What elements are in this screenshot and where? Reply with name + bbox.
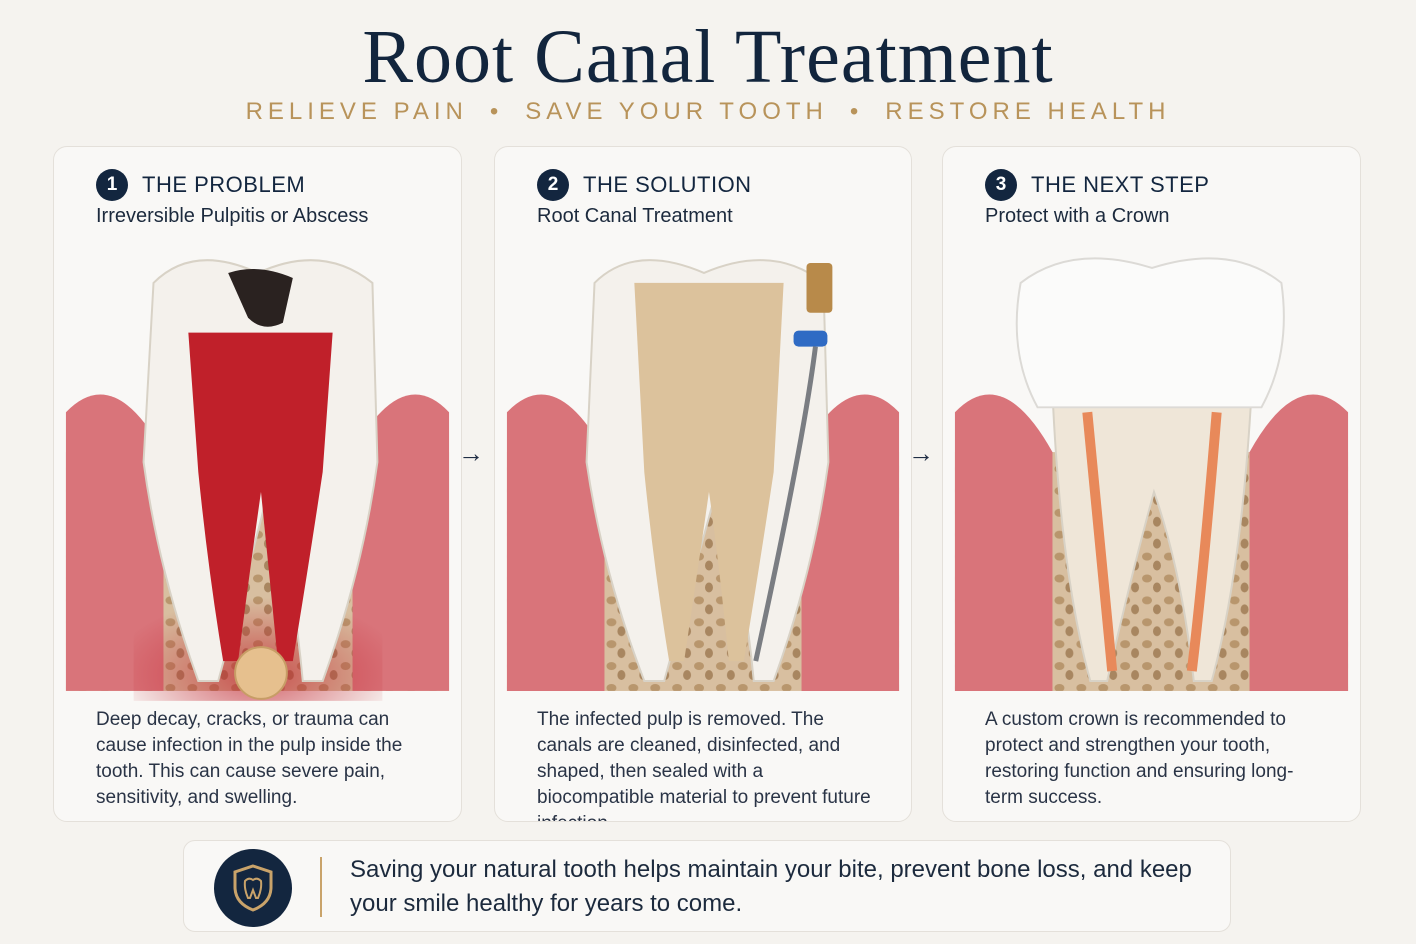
tagline-item: SAVE YOUR TOOTH [525, 98, 828, 125]
step-panel-solution: 2 THE SOLUTION Root Canal Treatment The … [494, 146, 912, 822]
step-header: 2 THE SOLUTION [537, 169, 752, 201]
tagline-item: RESTORE HEALTH [885, 98, 1171, 125]
step-description: Deep decay, cracks, or trauma can cause … [96, 709, 403, 808]
footer-message: Saving your natural tooth helps maintain… [350, 856, 1192, 917]
step-subtitle: Protect with a Crown [985, 205, 1170, 227]
tagline: RELIEVE PAIN • SAVE YOUR TOOTH • RESTORE HEA… [0, 98, 1416, 126]
tagline-separator: • [849, 98, 864, 125]
tagline-separator: • [489, 98, 504, 125]
step-header: 3 THE NEXT STEP [985, 169, 1209, 201]
filled-canal [1186, 411, 1222, 672]
dental-crown [1015, 257, 1285, 409]
tagline-item: RELIEVE PAIN [245, 98, 468, 125]
abscess [234, 646, 288, 700]
gum-left [506, 394, 605, 691]
infected-tooth-illustration [65, 259, 450, 701]
step-number-badge: 3 [985, 169, 1017, 201]
cleaned-pulp-chamber [634, 282, 784, 662]
step-header: 1 THE PROBLEM [96, 169, 305, 201]
step-subtitle: Root Canal Treatment [537, 205, 733, 227]
endodontic-file-icon [753, 346, 818, 662]
page-title: Root Canal Treatment [362, 15, 1054, 99]
arrow-right-icon: → [458, 438, 484, 468]
filled-canal [1082, 411, 1118, 672]
decay-cavity [228, 268, 293, 327]
step-panel-next-step: 3 THE NEXT STEP Protect with a Crown A c… [942, 146, 1361, 822]
step-subtitle: Irreversible Pulpitis or Abscess [96, 205, 369, 227]
footer-callout: Saving your natural tooth helps maintain… [183, 840, 1231, 932]
step-title: THE NEXT STEP [1031, 172, 1210, 197]
cleaned-tooth-illustration [506, 259, 900, 691]
step-number-badge: 1 [96, 169, 128, 201]
arrow-right-icon: → [908, 438, 934, 468]
infected-pulp [188, 332, 333, 662]
step-number-badge: 2 [537, 169, 569, 201]
gum-right [1249, 394, 1349, 691]
gum-left [954, 394, 1053, 691]
file-handle [806, 263, 833, 313]
footer-divider [320, 857, 322, 917]
step-description: The infected pulp is removed. The canals… [537, 709, 871, 821]
step-title: THE SOLUTION [583, 172, 752, 197]
crowned-tooth-illustration [954, 257, 1349, 691]
step-title: THE PROBLEM [142, 172, 306, 197]
file-stopper [793, 330, 828, 347]
step-description: A custom crown is recommended to protect… [985, 709, 1294, 808]
step-panel-problem: 1 THE PROBLEM Irreversible Pulpitis or A… [53, 146, 462, 822]
shield-tooth-icon [214, 849, 292, 927]
